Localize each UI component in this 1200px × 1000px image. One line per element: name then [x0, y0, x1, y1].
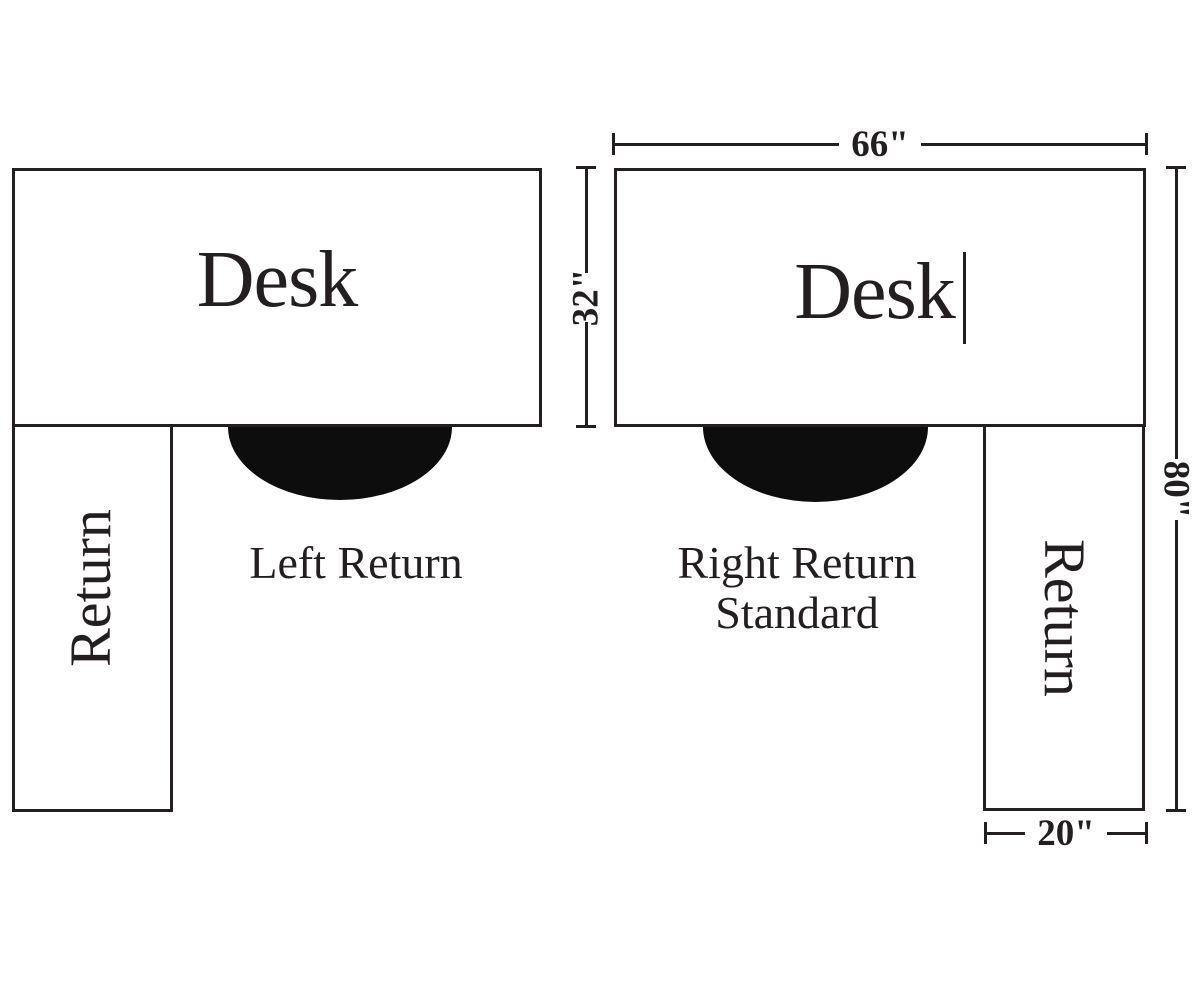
dimension-tick: [1166, 809, 1186, 812]
dimension-label-32: 32": [565, 268, 607, 326]
right-desk-label: Desk: [794, 247, 955, 336]
left-return-label: Return: [57, 509, 123, 667]
right-desk-label-editing[interactable]: Desk: [617, 165, 1143, 418]
dimension-line-segment: [1174, 519, 1178, 809]
text-cursor: [962, 251, 966, 344]
right-caption-line1: Right Return: [677, 537, 917, 588]
left-configuration-caption: Left Return: [249, 537, 463, 588]
dimension-overall-depth: 80": [1156, 166, 1197, 812]
chair-icon: [228, 427, 452, 500]
dimension-line-segment: [615, 142, 840, 146]
dimension-line-segment: [584, 169, 588, 273]
dimension-line-segment: [1174, 169, 1178, 459]
left-desk-label: Desk: [196, 235, 358, 324]
dimension-line-segment: [1106, 831, 1146, 835]
right-return-surface: Return: [983, 424, 1145, 811]
dimension-tick: [984, 822, 987, 844]
dimension-label-66: 66": [851, 123, 909, 165]
dimension-tick: [576, 166, 596, 169]
dimension-desk-depth: 32": [566, 166, 607, 428]
right-desk-surface: Desk: [614, 168, 1146, 427]
right-configuration-caption: Right Return Standard: [597, 538, 997, 638]
dimension-tick: [1166, 166, 1186, 169]
dimension-desk-width: 66": [612, 126, 1149, 163]
dimension-line-segment: [584, 321, 588, 425]
dimension-line-segment: [920, 142, 1146, 146]
right-caption-line2: Standard: [715, 587, 879, 638]
dimension-label-20: 20": [1037, 812, 1095, 854]
dimension-return-width: 20": [984, 815, 1149, 852]
chair-icon: [703, 427, 928, 502]
dimension-tick: [576, 425, 596, 428]
dimension-tick: [1145, 133, 1149, 155]
dimension-tick: [1145, 822, 1149, 844]
left-return-surface: Return: [12, 424, 173, 812]
dimension-label-80: 80": [1155, 460, 1197, 518]
right-return-label: Return: [1032, 538, 1098, 697]
dimension-line-segment: [987, 831, 1026, 835]
left-desk-surface: Desk: [12, 168, 542, 427]
dimension-tick: [612, 133, 615, 155]
